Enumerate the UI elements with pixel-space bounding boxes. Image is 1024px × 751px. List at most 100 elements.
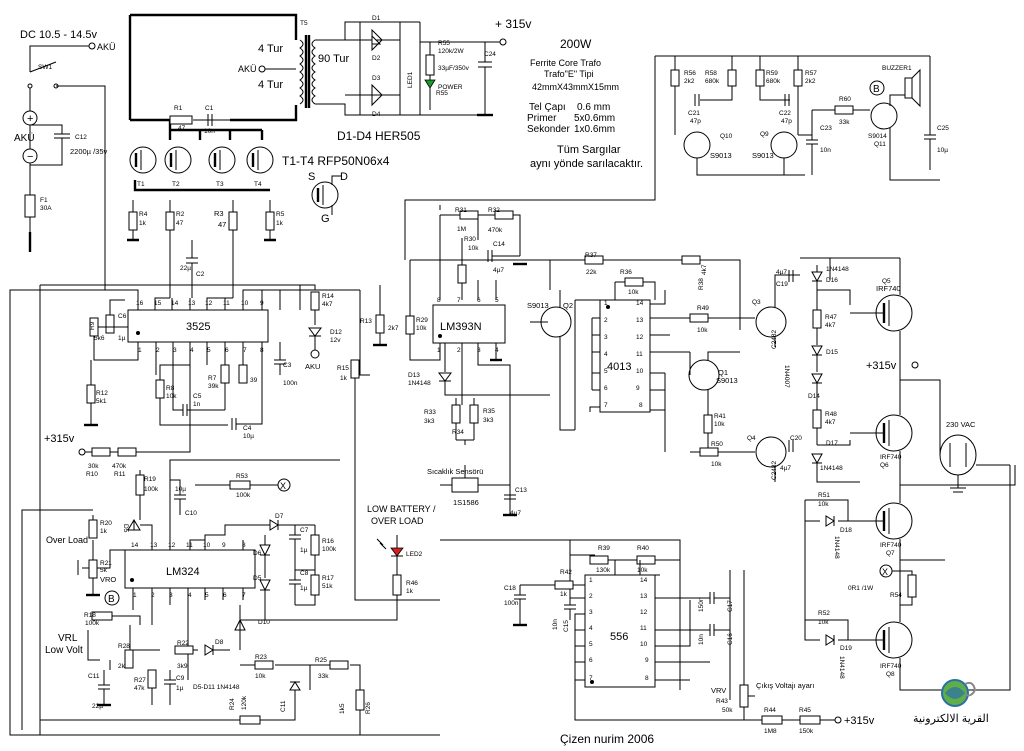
svg-text:10k: 10k bbox=[255, 673, 266, 680]
diodes-note: D5-D11 1N4148 bbox=[193, 684, 240, 691]
svg-text:Q10: Q10 bbox=[720, 133, 733, 140]
svg-text:1µ: 1µ bbox=[300, 585, 308, 592]
svg-text:12: 12 bbox=[168, 542, 176, 549]
svg-text:Q4: Q4 bbox=[747, 435, 756, 442]
svg-text:R58: R58 bbox=[705, 70, 717, 77]
svg-text:9: 9 bbox=[636, 385, 640, 392]
svg-text:LM393N: LM393N bbox=[440, 321, 482, 333]
svg-text:G: G bbox=[321, 213, 330, 225]
primer-title: Primer bbox=[527, 113, 557, 124]
svg-text:9: 9 bbox=[222, 542, 226, 549]
svg-text:R39: R39 bbox=[598, 545, 610, 552]
low-volt-label: Low Volt bbox=[45, 645, 83, 656]
svg-text:10n: 10n bbox=[820, 147, 831, 154]
temp-sensor bbox=[451, 477, 479, 493]
ic-3525: 3525 16 15 14 13 12 11 10 9 1 2 3 4 5 6 … bbox=[9, 284, 440, 736]
svg-text:8: 8 bbox=[645, 675, 649, 682]
svg-text:R52: R52 bbox=[818, 610, 830, 617]
svg-text:10n: 10n bbox=[204, 128, 215, 135]
svg-text:R5: R5 bbox=[276, 211, 285, 218]
svg-text:+: + bbox=[27, 113, 33, 125]
svg-text:R12: R12 bbox=[96, 390, 108, 397]
svg-text:2: 2 bbox=[604, 317, 608, 324]
svg-text:1M8: 1M8 bbox=[764, 728, 777, 735]
svg-text:3525: 3525 bbox=[186, 321, 210, 333]
d4-label: D4 bbox=[372, 111, 381, 118]
svg-text:100n: 100n bbox=[504, 600, 519, 607]
q11-transistor bbox=[870, 102, 898, 130]
svg-text:12: 12 bbox=[205, 300, 213, 307]
svg-text:R28: R28 bbox=[118, 643, 130, 650]
mosfet-stage: R1 47 C1 10n T1 T2 T3 T4 T1-T4 RFP50N06x… bbox=[127, 105, 390, 298]
site-logo-text: القرية الالكترونية bbox=[913, 713, 989, 725]
svg-text:10: 10 bbox=[203, 542, 211, 549]
svg-text:6: 6 bbox=[604, 385, 608, 392]
svg-text:Q2: Q2 bbox=[563, 301, 573, 310]
svg-text:8: 8 bbox=[242, 542, 246, 549]
svg-text:1: 1 bbox=[604, 300, 608, 307]
svg-text:D8: D8 bbox=[215, 639, 224, 646]
svg-text:R29: R29 bbox=[416, 317, 428, 324]
svg-text:R48: R48 bbox=[825, 411, 837, 418]
svg-text:4µ7: 4µ7 bbox=[510, 510, 521, 517]
svg-text:1µ: 1µ bbox=[176, 685, 184, 692]
svg-text:R50: R50 bbox=[711, 441, 723, 448]
svg-text:1N4148: 1N4148 bbox=[408, 380, 431, 387]
svg-text:10k: 10k bbox=[818, 501, 829, 508]
power-rating: 200W bbox=[560, 37, 592, 51]
power-led-label: POWER bbox=[438, 84, 463, 91]
svg-text:100k: 100k bbox=[322, 546, 337, 553]
svg-text:VRV: VRV bbox=[711, 686, 726, 695]
svg-text:14: 14 bbox=[171, 300, 179, 307]
output-adjust-label: Çıkış Voltajı ayarı bbox=[756, 681, 814, 690]
svg-text:0R1 /1W: 0R1 /1W bbox=[848, 585, 874, 592]
svg-text:13: 13 bbox=[636, 317, 644, 324]
svg-text:R23: R23 bbox=[255, 654, 267, 661]
svg-text:D17: D17 bbox=[826, 440, 838, 447]
svg-text:10k: 10k bbox=[714, 421, 725, 428]
r55-value: 120k/2W bbox=[438, 48, 465, 55]
svg-text:R19: R19 bbox=[144, 476, 156, 483]
core-dims: 42mmX43mmX15mm bbox=[532, 82, 619, 92]
svg-text:10k: 10k bbox=[166, 393, 177, 400]
svg-text:B: B bbox=[108, 594, 115, 605]
svg-text:680k: 680k bbox=[766, 78, 781, 85]
svg-text:1k: 1k bbox=[276, 220, 284, 227]
svg-text:D5: D5 bbox=[122, 524, 129, 533]
hv-bus-label: +315v bbox=[866, 360, 897, 372]
ac-socket-symbol bbox=[939, 434, 977, 476]
buzzer-section: R56 2k2 R58 680k R59 680k R57 2k2 C21 47… bbox=[404, 55, 949, 260]
svg-text:1N4148: 1N4148 bbox=[833, 536, 840, 559]
svg-text:R10: R10 bbox=[86, 471, 98, 478]
svg-text:5: 5 bbox=[207, 347, 211, 354]
svg-text:7: 7 bbox=[457, 297, 461, 304]
svg-text:R7: R7 bbox=[208, 375, 217, 382]
svg-text:R60: R60 bbox=[839, 96, 851, 103]
svg-text:6: 6 bbox=[589, 657, 593, 664]
svg-text:R32: R32 bbox=[488, 207, 500, 214]
r3-resistor bbox=[228, 211, 238, 231]
primary-a-turns: 4 Tur bbox=[258, 43, 283, 55]
svg-text:1N4148: 1N4148 bbox=[826, 266, 849, 273]
svg-text:10µ: 10µ bbox=[243, 433, 254, 440]
svg-text:R33: R33 bbox=[424, 409, 436, 416]
svg-text:12v: 12v bbox=[330, 337, 341, 344]
wire-title: Tel Çapı bbox=[529, 102, 566, 113]
svg-text:8: 8 bbox=[437, 297, 441, 304]
svg-text:8: 8 bbox=[639, 402, 643, 409]
svg-text:10k: 10k bbox=[697, 327, 708, 334]
svg-text:R38: R38 bbox=[698, 278, 705, 290]
svg-text:R54: R54 bbox=[890, 592, 902, 599]
svg-text:47p: 47p bbox=[781, 118, 792, 125]
overload-label: Over Load bbox=[46, 535, 88, 545]
svg-text:C11: C11 bbox=[280, 700, 287, 712]
svg-text:47: 47 bbox=[218, 220, 226, 229]
svg-text:7: 7 bbox=[604, 402, 608, 409]
svg-text:R46: R46 bbox=[406, 580, 418, 587]
svg-text:1µ: 1µ bbox=[118, 335, 126, 342]
svg-text:556: 556 bbox=[610, 631, 628, 643]
svg-text:9: 9 bbox=[645, 657, 649, 664]
svg-text:T1: T1 bbox=[137, 181, 145, 188]
svg-text:R57: R57 bbox=[805, 70, 817, 77]
c24-value: 33µF/350v bbox=[438, 65, 470, 72]
